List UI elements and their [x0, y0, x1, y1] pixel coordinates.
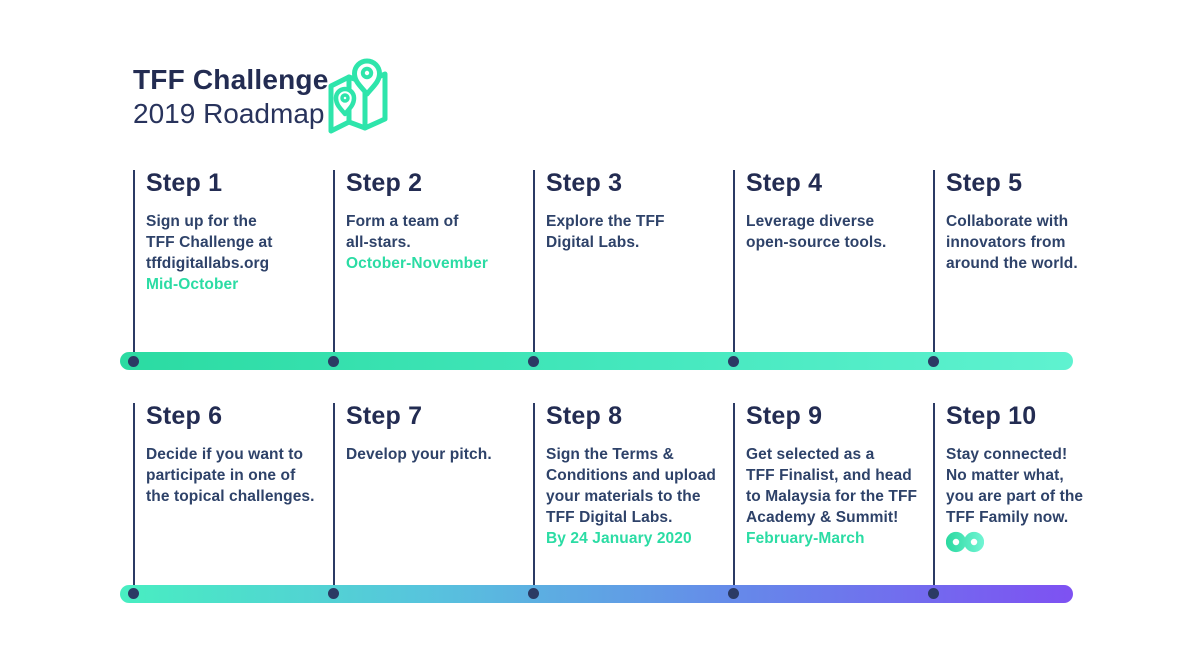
step-description: Decide if you want to participate in one…	[146, 446, 315, 505]
step-title: Step 3	[546, 169, 623, 197]
step-4: Step 4 Leverage diverse open-source tool…	[733, 170, 932, 361]
timeline-dot	[928, 356, 939, 367]
timeline-dot	[728, 356, 739, 367]
timeline-dot	[528, 356, 539, 367]
step-title: Step 6	[146, 402, 223, 430]
step-9: Step 9 Get selected as a TFF Finalist, a…	[733, 403, 932, 594]
infinity-icon	[945, 531, 1132, 558]
step-title: Step 2	[346, 169, 423, 197]
step-7: Step 7 Develop your pitch.	[333, 403, 532, 594]
step-title: Step 10	[946, 402, 1037, 430]
timeline-dot	[128, 588, 139, 599]
timeline-dot	[528, 588, 539, 599]
step-title: Step 1	[146, 169, 223, 197]
timeline-dot	[728, 588, 739, 599]
step-5: Step 5 Collaborate with innovators from …	[933, 170, 1132, 361]
step-description: Collaborate with innovators from around …	[946, 213, 1078, 272]
timeline-bar-2	[120, 585, 1073, 603]
step-description: Sign up for the TFF Challenge at tffdigi…	[146, 213, 273, 272]
step-10: Step 10 Stay connected! No matter what, …	[933, 403, 1132, 594]
step-title: Step 7	[346, 402, 423, 430]
step-description: Leverage diverse open-source tools.	[746, 213, 887, 251]
timeline-dot	[928, 588, 939, 599]
step-description: Get selected as a TFF Finalist, and head…	[746, 446, 918, 526]
step-description: Sign the Terms & Conditions and upload y…	[546, 446, 716, 526]
step-description: Form a team of all-stars.	[346, 213, 459, 251]
step-date: By 24 January 2020	[546, 530, 692, 547]
page-subtitle: 2019 Roadmap	[133, 98, 325, 129]
step-date: October-November	[346, 255, 488, 272]
step-title: Step 8	[546, 402, 623, 430]
timeline-dot	[128, 356, 139, 367]
step-title: Step 9	[746, 402, 823, 430]
timeline-dot	[328, 356, 339, 367]
step-title: Step 5	[946, 169, 1023, 197]
step-description: Explore the TFF Digital Labs.	[546, 213, 665, 251]
timeline-dot	[328, 588, 339, 599]
step-3: Step 3 Explore the TFF Digital Labs.	[533, 170, 732, 361]
timeline-bar-1	[120, 352, 1073, 370]
step-2: Step 2 Form a team of all-stars. October…	[333, 170, 532, 361]
brand-header: TFF Challenge 2019 Roadmap	[133, 63, 329, 131]
page-title: TFF Challenge	[133, 64, 329, 95]
step-6: Step 6 Decide if you want to participate…	[133, 403, 332, 594]
step-date: Mid-October	[146, 276, 239, 293]
step-8: Step 8 Sign the Terms & Conditions and u…	[533, 403, 732, 594]
step-title: Step 4	[746, 169, 823, 197]
map-icon	[327, 56, 391, 141]
step-1: Step 1 Sign up for the TFF Challenge at …	[133, 170, 332, 361]
step-date: February-March	[746, 530, 865, 547]
step-description: Develop your pitch.	[346, 446, 492, 463]
step-description: Stay connected! No matter what, you are …	[946, 446, 1084, 526]
